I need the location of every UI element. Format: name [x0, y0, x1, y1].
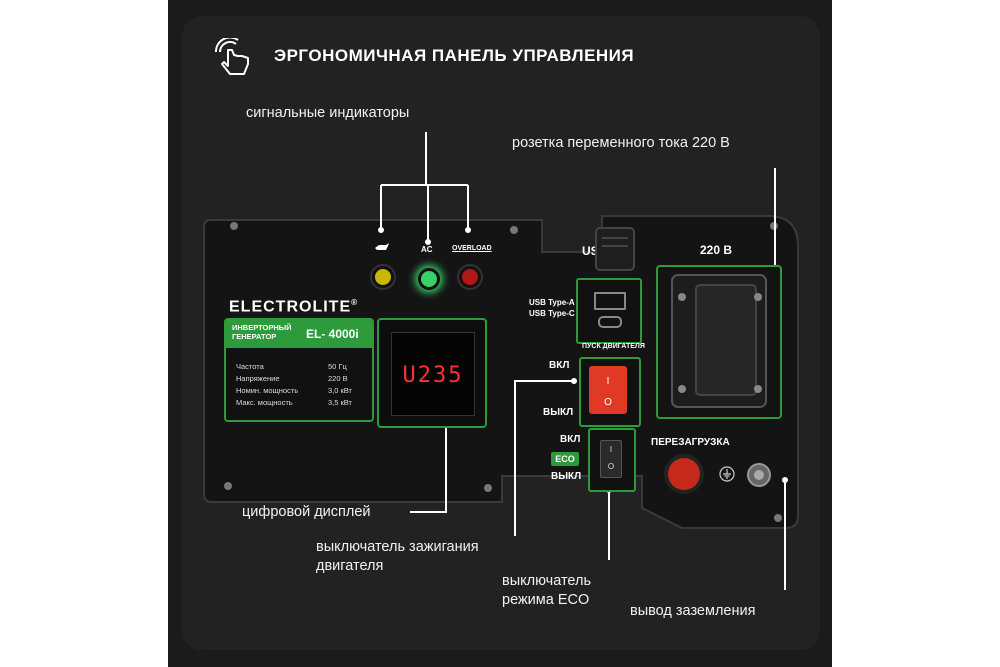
ignition-rocker[interactable]: I O	[589, 366, 627, 414]
usb-a-port[interactable]	[594, 292, 626, 310]
model-name: EL- 4000i	[306, 327, 359, 341]
display-screen: U235	[391, 332, 475, 416]
reset-label: ПЕРЕЗАГРУЗКА	[651, 437, 730, 448]
eco-tag: ECO	[551, 452, 579, 466]
callout-indicators: сигнальные индикаторы	[246, 105, 410, 121]
usb-type-a-label: USB Type-A	[529, 298, 575, 307]
usb-c-port[interactable]	[598, 316, 622, 328]
control-panel	[203, 215, 799, 529]
brand-logo: ELECTROLITE®	[229, 298, 359, 316]
ignition-switch[interactable]: I O	[579, 357, 641, 427]
callout-ground: вывод заземления	[630, 603, 756, 619]
engine-start-label: ПУСК ДВИГАТЕЛЯ	[582, 343, 645, 350]
overload-label: OVERLOAD	[452, 245, 492, 252]
callout-ignition-switch: выключатель зажигания двигателя	[316, 539, 479, 574]
ac-outlet[interactable]	[656, 265, 782, 419]
engine-on-label: ВКЛ	[549, 360, 570, 371]
callout-digital-display: цифровой дисплей	[242, 504, 371, 520]
engine-off-label: ВЫКЛ	[543, 407, 574, 418]
outlet-label: 220 В	[700, 243, 733, 257]
reset-button[interactable]	[668, 458, 700, 490]
usb-port-block	[576, 278, 642, 344]
usb-type-c-label: USB Type-C	[529, 309, 575, 318]
oil-indicator-lamp	[372, 266, 394, 288]
eco-on-label: ВКЛ	[560, 434, 581, 445]
eco-off-label: ВЫКЛ	[551, 471, 582, 482]
eco-switch[interactable]: I O	[588, 428, 636, 492]
overload-indicator-lamp	[459, 266, 481, 288]
callout-ac-outlet: розетка переменного тока 220 В	[512, 135, 730, 151]
generator-type: ИНВЕРТОРНЫЙ ГЕНЕРАТОР	[232, 323, 292, 341]
spec-header: ИНВЕРТОРНЫЙ ГЕНЕРАТОР EL- 4000i	[226, 320, 372, 348]
touch-hand-icon	[214, 38, 249, 75]
ac-label: AC	[421, 245, 433, 254]
ac-indicator-lamp	[418, 268, 440, 290]
ground-symbol-icon	[719, 466, 735, 482]
digital-display: U235	[377, 318, 487, 428]
page-title: ЭРГОНОМИЧНАЯ ПАНЕЛЬ УПРАВЛЕНИЯ	[274, 46, 635, 65]
usb-cover	[595, 227, 635, 271]
callout-eco-switch: выключатель режима ECO	[502, 573, 592, 608]
display-value: U235	[402, 363, 464, 388]
ground-terminal[interactable]	[746, 462, 772, 488]
eco-rocker[interactable]: I O	[600, 440, 622, 478]
oil-can-icon	[374, 242, 390, 254]
